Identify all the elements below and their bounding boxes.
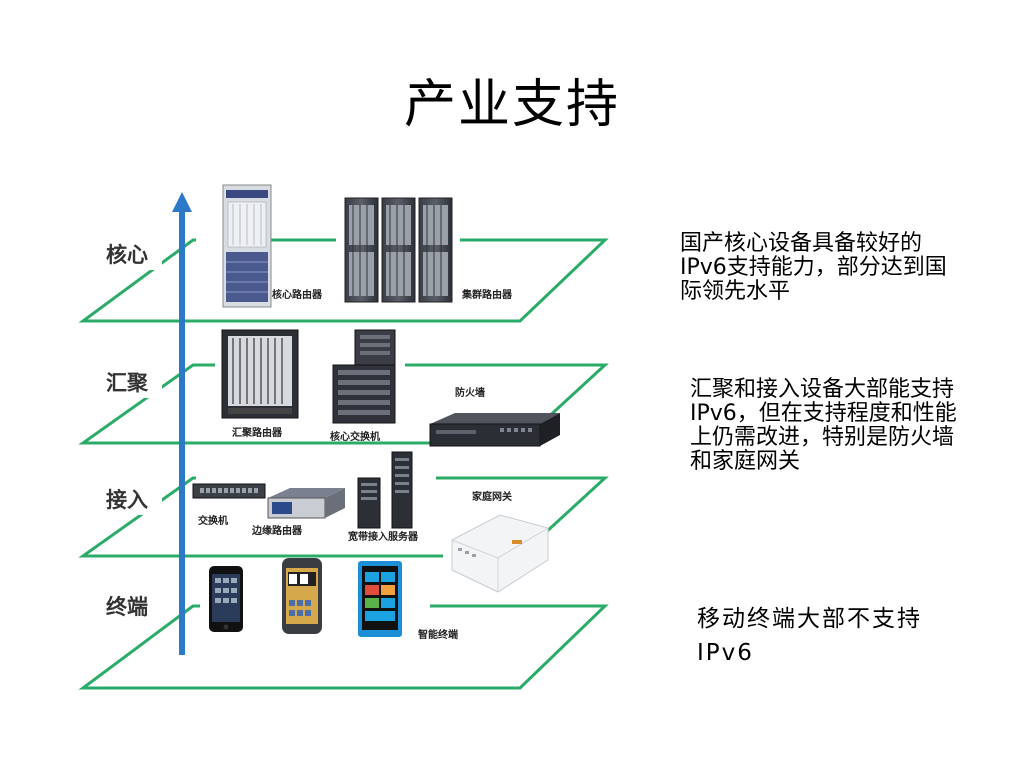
cluster-router-icon <box>344 197 453 303</box>
network-layer-diagram: 核心 汇聚 接入 终端 核心路由器 <box>78 184 609 690</box>
description-terminal: 移动终端大部不支持IPv6 <box>697 606 922 666</box>
core-plane <box>78 238 609 323</box>
device-label-home-gateway: 家庭网关 <box>472 490 512 503</box>
switch-icon <box>192 483 266 499</box>
core-switch-icon <box>332 329 396 424</box>
layer-label-core: 核心 <box>106 243 148 267</box>
description-core: 国产核心设备具备较好的IPv6支持能力，部分达到国际领先水平 <box>680 231 947 304</box>
edge-router-icon <box>267 488 345 519</box>
layer-label-terminal: 终端 <box>106 595 148 619</box>
upward-arrow <box>172 192 192 655</box>
home-gateway-icon <box>443 508 549 603</box>
bras-icon <box>357 451 413 529</box>
device-label-core-switch: 核心交换机 <box>330 430 380 443</box>
device-label-core-router: 核心路由器 <box>272 288 323 301</box>
smartphone-1-icon <box>209 566 243 632</box>
device-label-bras: 宽带接入服务器 <box>347 530 419 543</box>
smartphone-2-icon <box>282 558 322 634</box>
layer-label-access: 接入 <box>106 488 148 512</box>
device-label-aggregation-router: 汇聚路由器 <box>232 426 283 439</box>
description-aggregation-access: 汇聚和接入设备大部能支持IPv6，但在支持程度和性能上仍需改进，特别是防火墙和家… <box>690 377 957 474</box>
device-label-cluster-router: 集群路由器 <box>461 288 513 301</box>
device-label-firewall: 防火墙 <box>455 386 485 399</box>
smartphone-3-icon <box>358 561 402 637</box>
device-label-edge-router: 边缘路由器 <box>251 524 303 537</box>
core-router-icon <box>222 184 272 308</box>
device-label-smart-terminal: 智能终端 <box>418 628 458 641</box>
device-label-switch: 交换机 <box>198 514 228 527</box>
aggregation-router-icon <box>221 329 299 419</box>
firewall-icon <box>429 413 560 447</box>
layer-label-aggregation: 汇聚 <box>106 371 149 395</box>
terminal-plane <box>78 604 609 690</box>
slide-title: 产业支持 <box>403 75 620 135</box>
